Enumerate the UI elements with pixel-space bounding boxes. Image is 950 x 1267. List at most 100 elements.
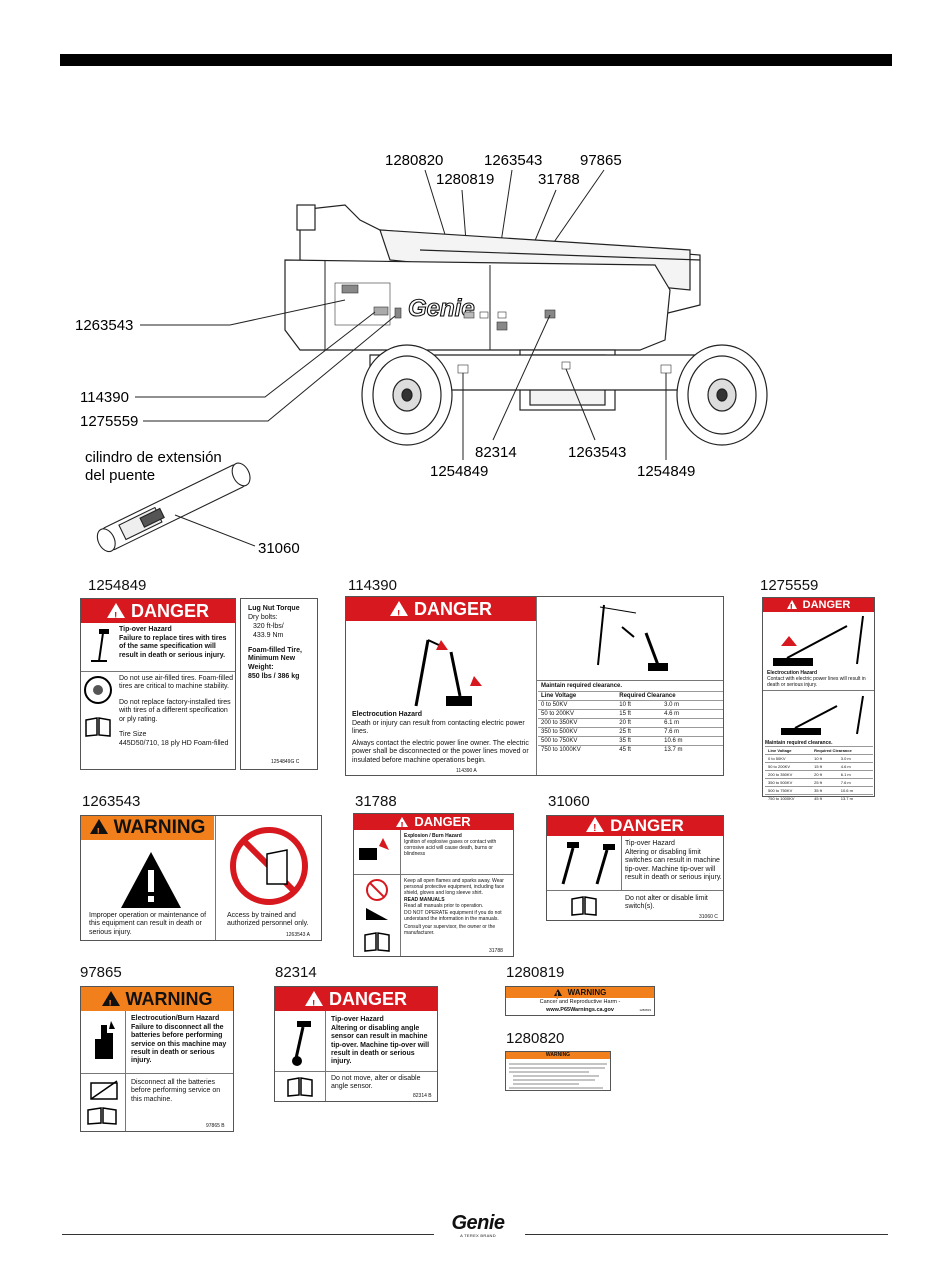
tipover-lift-icon: [292, 1021, 311, 1066]
table-cell: 50 to 200KV: [765, 762, 812, 771]
decal-1275559: DANGER Electrocution Hazard Contact with…: [762, 597, 875, 802]
table-cell: 7.6 m: [661, 727, 723, 737]
warning-triangle-icon: [101, 991, 120, 1017]
table-cell: 45 ft: [616, 745, 662, 755]
table-title: Maintain required clearance.: [541, 683, 623, 689]
table-cell: 200 to 350KV: [765, 770, 812, 779]
table-cell: 20 ft: [811, 770, 838, 779]
warning-triangle-icon: [586, 817, 605, 839]
table-cell: 6.1 m: [837, 770, 873, 779]
callout-97865: 97865: [580, 152, 622, 169]
manual-book-icon: [364, 932, 390, 952]
fine-print-text-block: [509, 1063, 607, 1089]
part-number-82314: 82314: [275, 964, 317, 981]
footer-tagline: A TEREX BRAND: [460, 1233, 496, 1238]
table-cell: 3.0 m: [661, 700, 723, 710]
table-cell: 10.6 m: [837, 786, 873, 795]
machine-illustration: 1280820 1263543 97865 1280819 31788 Geni…: [75, 152, 768, 557]
part-number-1275559: 1275559: [760, 577, 819, 594]
tipover-section: Tip-over Hazard Failure to replace tires…: [81, 623, 235, 671]
column-header: Required Clearance: [616, 691, 723, 701]
table-cell: 3.0 m: [837, 754, 873, 763]
decal-code: 114390 A: [456, 768, 477, 774]
table-cell: 750 to 1000KV: [538, 745, 617, 755]
callout-1280820: 1280820: [385, 152, 443, 169]
callout-1275559: 1275559: [80, 413, 138, 430]
tipover-lift-icon: [561, 842, 615, 885]
no-flame-icon: [366, 879, 388, 920]
consult-text: Consult your supervisor, the owner or th…: [404, 924, 496, 936]
table-cell: 35 ft: [811, 786, 838, 795]
danger-header: DANGER: [763, 598, 874, 616]
decal-1254849-main: DANGER Tip-over Hazard Failure to replac…: [80, 598, 236, 770]
footer-brand: Genie: [451, 1212, 505, 1234]
exclamation-triangle-icon: [121, 852, 181, 908]
hazard-title: Tip-over Hazard: [625, 840, 675, 847]
decal-code: 1263543 A: [286, 932, 310, 938]
decal-114390: DANGER Electrocution Hazard Death or inj…: [345, 596, 724, 776]
callout-1263543-bottom: 1263543: [568, 444, 626, 461]
table-cell: 13.7 m: [837, 794, 873, 802]
decal-31788: DANGER Explosion / Burn Hazard Ignition …: [353, 813, 514, 957]
callout-1263543-top: 1263543: [484, 152, 542, 169]
table-cell: 10.6 m: [661, 736, 723, 746]
no-access-hand-icon: [230, 827, 308, 905]
torque-title: Lug Nut Torque: [248, 605, 300, 612]
cylinder-caption-line2: del puente: [85, 467, 155, 484]
manual-book-icon: [571, 896, 597, 916]
warning-triangle-icon: [106, 603, 125, 629]
footer-rule-left: [62, 1234, 434, 1235]
decal-code: 82314 B: [413, 1093, 432, 1099]
part-number-97865: 97865: [80, 964, 122, 981]
hazard-text: Altering or disabling limit switches can…: [625, 849, 722, 881]
table-cell: 0 to 50KV: [538, 700, 617, 710]
warning-header: WARNING: [81, 816, 214, 845]
p65-website: www.P65Warnings.ca.gov: [546, 1007, 614, 1013]
table-cell: 6.1 m: [661, 718, 723, 728]
part-number-31060: 31060: [548, 793, 590, 810]
warning-header: WARNING: [81, 987, 233, 1017]
battery-explosion-icon: [359, 838, 389, 860]
part-number-31788: 31788: [355, 793, 397, 810]
column-header: Line Voltage: [765, 746, 812, 755]
electrocution-illustration-icon: [414, 639, 482, 707]
decal-code: 31788: [489, 948, 503, 954]
safety-note: Keep all open flames and sparks away. We…: [404, 878, 505, 896]
hazard-text: Contact with electric power lines will r…: [767, 676, 866, 688]
read-manuals-title: READ MANUALS: [404, 897, 445, 903]
tire-note-1: Do not use air-filled tires. Foam-filled…: [119, 675, 233, 691]
decal-1280820: WARNING: [505, 1051, 611, 1091]
hazard-title: Electrocution/Burn Hazard: [131, 1015, 220, 1022]
table-cell: 25 ft: [616, 727, 662, 737]
tire-icon: [84, 676, 112, 704]
table-cell: 50 to 200KV: [538, 709, 617, 719]
clearance-table: Maintain required clearance. Line Voltag…: [765, 740, 873, 802]
weight-value: 850 lbs / 386 kg: [248, 673, 300, 680]
decal-1263543: WARNING Improper operation or maintenanc…: [80, 815, 322, 941]
callout-31060: 31060: [258, 540, 300, 557]
battery-disconnect-icon: [90, 1080, 118, 1100]
warning-header: WARNING: [506, 987, 654, 1002]
part-number-1254849: 1254849: [88, 577, 147, 594]
table-cell: 10 ft: [811, 754, 838, 763]
table-cell: 7.6 m: [837, 778, 873, 787]
tire-size-label: Tire Size: [119, 731, 147, 738]
instruction-text: Do not alter or disable limit switch(s).: [625, 895, 708, 911]
callout-114390: 114390: [80, 389, 129, 406]
warning-triangle-icon: [553, 989, 562, 1002]
danger-header: DANGER: [354, 814, 513, 835]
table-cell: 25 ft: [811, 778, 838, 787]
instruction-text: Do not move, alter or disable angle sens…: [331, 1075, 421, 1091]
danger-header: DANGER: [346, 597, 536, 627]
warning-triangle-icon: [786, 600, 797, 616]
decal-code: 31060 C: [699, 914, 718, 920]
hazard-title: Explosion / Burn Hazard: [404, 833, 462, 839]
footer-rule-right: [525, 1234, 888, 1235]
table-title: Maintain required clearance.: [765, 740, 833, 746]
table-cell: 4.6 m: [837, 762, 873, 771]
decal-code: 1280819: [639, 1008, 651, 1012]
